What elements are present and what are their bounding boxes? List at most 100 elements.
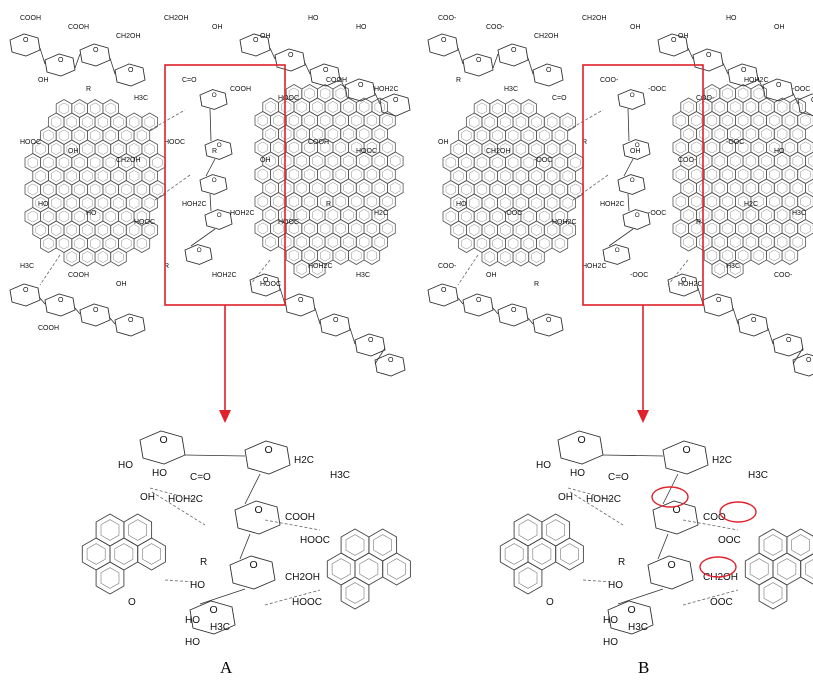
functional-group-label: HOOC	[278, 95, 299, 102]
graphene-inner-bond	[121, 129, 132, 142]
functional-group-label: COOH	[38, 325, 59, 332]
functional-group-label: H2C	[744, 201, 758, 208]
ring-oxygen: O	[635, 212, 640, 219]
graphene-inner-bond	[382, 114, 393, 127]
graphene-inner-bond	[500, 143, 511, 155]
glycosidic-bond	[279, 287, 286, 305]
sugar-ring	[79, 303, 111, 327]
zoom-group-label: C=O	[608, 472, 629, 483]
sugar-ring	[792, 353, 813, 377]
ionized-group-circle	[651, 486, 689, 508]
functional-group-label: HOH2C	[374, 86, 399, 93]
glycosidic-bond	[209, 108, 212, 142]
aromatic-inner-bond	[546, 519, 566, 541]
graphene-inner-bond	[51, 143, 62, 155]
graphene-inner-bond	[706, 87, 718, 100]
sugar-ring	[692, 48, 724, 72]
sugar-ring	[354, 333, 386, 357]
graphene-inner-bond	[351, 114, 362, 127]
graphene-ring	[348, 246, 365, 265]
graphene-inner-bond	[800, 168, 811, 181]
graphene-inner-bond	[390, 155, 401, 167]
graphene-inner-bond	[761, 236, 772, 248]
functional-group-label: HO	[86, 210, 97, 217]
glycosidic-bond	[627, 193, 630, 212]
ring-oxygen: O	[255, 504, 263, 516]
functional-group-label: OH	[486, 272, 497, 279]
aromatic-ring	[513, 513, 543, 547]
graphene-inner-bond	[714, 263, 725, 275]
aromatic-inner-bond	[114, 543, 134, 565]
graphene-inner-bond	[515, 116, 527, 128]
graphene-inner-bond	[547, 197, 558, 209]
graphene-inner-bond	[753, 195, 764, 208]
aromatic-ring	[326, 552, 356, 586]
functional-group-label: HO	[356, 24, 367, 31]
aromatic-inner-bond	[359, 558, 379, 580]
ionized-group-circle	[719, 501, 757, 523]
hydrogen-bond	[667, 259, 689, 286]
glycosidic-bond	[792, 347, 804, 365]
graphene-inner-bond	[320, 222, 331, 235]
functional-group-label: COOH	[68, 272, 89, 279]
functional-group-label: OH	[678, 33, 689, 40]
graphene-inner-bond	[515, 170, 527, 182]
aromatic-ring	[758, 576, 788, 610]
ring-oxygen: O	[630, 92, 635, 99]
glycosidic-bond	[662, 473, 679, 505]
graphene-inner-bond	[43, 129, 54, 142]
graphene-inner-bond	[562, 116, 573, 128]
functional-group-label: HOH2C	[552, 219, 577, 226]
graphene-inner-bond	[51, 197, 62, 209]
graphene-inner-bond	[335, 249, 346, 262]
graphene-inner-bond	[82, 170, 93, 182]
ring-oxygen: O	[128, 67, 134, 74]
graphene-inner-bond	[461, 210, 472, 223]
graphene-inner-bond	[745, 101, 757, 113]
functional-group-label: HO	[456, 201, 467, 208]
hydrogen-bond	[567, 487, 614, 501]
graphene-inner-bond	[508, 183, 519, 196]
graphene-inner-bond	[523, 102, 534, 115]
graphene-inner-bond	[335, 114, 346, 127]
ring-oxygen: O	[578, 434, 586, 446]
graphene-inner-bond	[74, 129, 85, 142]
graphene-inner-bond	[51, 116, 62, 128]
graphene-inner-bond	[58, 129, 70, 142]
glycosidic-bond	[39, 47, 46, 65]
ring-oxygen: O	[23, 287, 29, 294]
graphene-inner-bond	[730, 155, 741, 167]
sugar-ring	[617, 174, 646, 195]
ring-oxygen: O	[212, 92, 217, 99]
graphene-inner-bond	[777, 236, 788, 248]
graphene-ring	[133, 234, 151, 253]
functional-group-label: HOH2C	[230, 210, 255, 217]
graphene-inner-bond	[492, 129, 503, 142]
functional-group-label: OH	[38, 77, 49, 84]
ring-oxygen: O	[776, 82, 782, 89]
ring-oxygen: O	[393, 97, 399, 104]
ring-oxygen: O	[298, 297, 304, 304]
graphene-inner-bond	[66, 197, 77, 209]
functional-group-label: R	[456, 77, 461, 84]
graphene-inner-bond	[461, 129, 472, 142]
graphene-inner-bond	[66, 143, 77, 155]
graphene-inner-bond	[769, 114, 780, 127]
aromatic-ring	[555, 537, 584, 571]
functional-group-label: OH	[630, 148, 641, 155]
graphene-inner-bond	[500, 224, 511, 236]
aromatic-ring	[95, 513, 125, 547]
hydrogen-bond	[569, 491, 624, 526]
functional-group-label: HOH2C	[308, 263, 333, 270]
glycosidic-bond	[492, 53, 499, 69]
sugar-ring	[44, 53, 76, 77]
graphene-ring	[309, 259, 326, 279]
hydrogen-bond	[249, 259, 271, 286]
graphene-inner-bond	[562, 143, 573, 155]
glycosidic-bond	[657, 533, 669, 560]
functional-group-label: H3C	[726, 263, 740, 270]
zoom-group-label: HO	[185, 615, 200, 626]
graphene-inner-bond	[691, 222, 702, 235]
hydrogen-bond	[164, 579, 196, 583]
zoom-group-label: C=O	[190, 472, 211, 483]
